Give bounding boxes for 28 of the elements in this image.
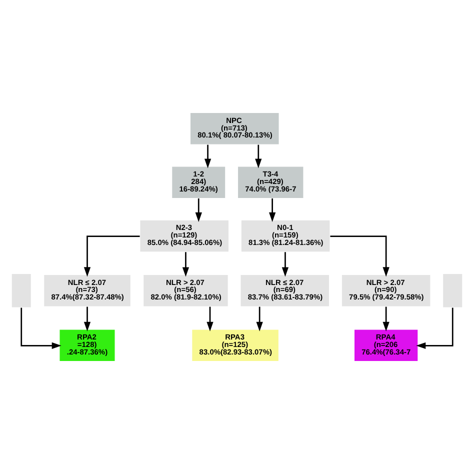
- arrow: [256, 306, 263, 332]
- arrow: [182, 252, 190, 277]
- node-box: T3-4 (n=429) 74.0% (73.96-7: [237, 166, 304, 199]
- node-box: NPC (n=713) 80.1%( 80.07-80.13%): [190, 112, 280, 145]
- node-box: RPA3 (n=125) 83.0%(82.93-83.07%): [192, 329, 280, 362]
- arrow: [282, 252, 289, 277]
- arrow: [204, 144, 212, 168]
- node-box: [11, 273, 32, 308]
- node-box: NLR > 2.07 (n=90) 79.5% (79.42-79.58%): [341, 274, 431, 307]
- node-box: NLR ≤ 2.07 (n=69) 83.7% (83.61-83.79%): [240, 274, 330, 307]
- arrow: [84, 236, 140, 277]
- arrow: [382, 306, 390, 332]
- arrow: [195, 198, 202, 222]
- arrow: [20, 308, 62, 349]
- node-box: N2-3 (n=129) 85.0% (84.94-85.06%): [140, 220, 230, 252]
- node-box: RPA2 =128) .24-87.36%): [59, 329, 116, 362]
- node-box: [442, 273, 463, 308]
- arrow: [268, 198, 276, 222]
- arrow: [255, 144, 262, 168]
- arrow: [416, 308, 454, 349]
- node-box: NLR ≤ 2.07 (n=73) 87.4%(87.32-87.48%): [43, 274, 132, 307]
- arrow: [206, 306, 214, 332]
- node-box: NLR > 2.07 (n=56) 82.0% (81.9-82.10%): [142, 274, 228, 307]
- node-box: RPA4 (n=206 76.4%(76.34-7: [354, 329, 418, 362]
- arrow: [84, 306, 91, 332]
- node-box: 1-2 284) 16-89.24%): [171, 166, 226, 199]
- node-box: N0-1 (n=159) 81.3% (81.24-81.36%): [240, 220, 330, 252]
- arrow: [330, 236, 390, 277]
